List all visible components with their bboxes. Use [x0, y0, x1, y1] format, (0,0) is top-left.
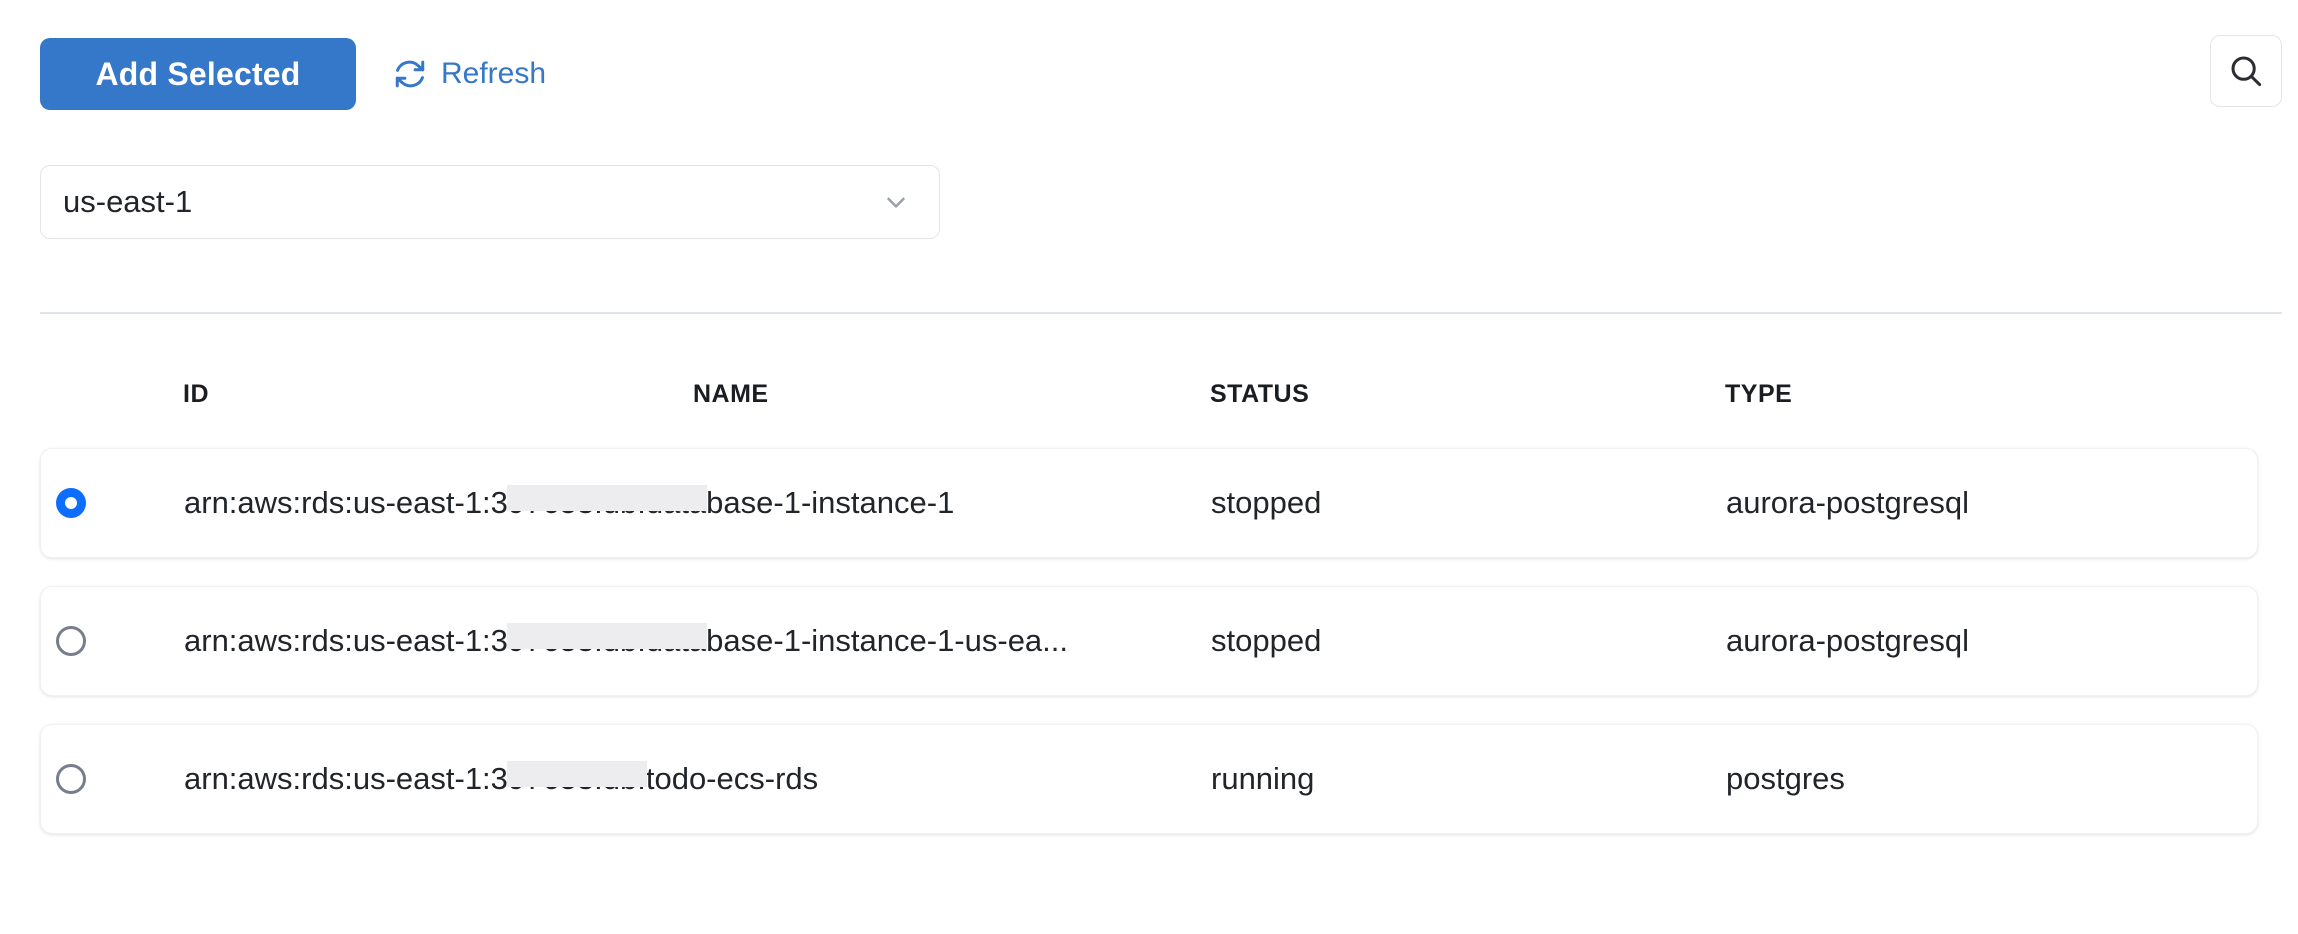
arn-redacted-account: 97653:db: [506, 761, 647, 796]
region-select[interactable]: us-east-1 [40, 165, 940, 239]
table-row[interactable]: arn:aws:rds:us-east-1:397653:db:todo-ecs… [40, 724, 2258, 834]
row-radio[interactable] [56, 764, 86, 794]
arn-suffix: base-1-instance-1-us-ea... [706, 623, 1069, 658]
cell-id: arn:aws:rds:us-east-1:397653:db:database… [184, 623, 1068, 659]
table-body: arn:aws:rds:us-east-1:397653:db:database… [0, 448, 2298, 834]
arn-prefix: arn:aws:rds:us-east-1:3 [184, 485, 508, 520]
refresh-button[interactable]: Refresh [393, 48, 546, 100]
arn-suffix: todo-ecs-rds [645, 761, 819, 796]
section-divider [40, 312, 2282, 314]
row-radio[interactable] [56, 626, 86, 656]
cell-id: arn:aws:rds:us-east-1:397653:db:todo-ecs… [184, 761, 818, 797]
arn-prefix: arn:aws:rds:us-east-1:3 [184, 623, 508, 658]
instances-table: ID NAME STATUS TYPE arn:aws:rds:us-east-… [0, 380, 2298, 862]
column-header-name: NAME [693, 380, 769, 408]
chevron-down-icon [881, 187, 939, 217]
cell-status: running [1211, 761, 1315, 796]
arn-redacted-account: 97653:db:data [506, 485, 708, 520]
row-radio[interactable] [56, 488, 86, 518]
column-header-type: TYPE [1725, 380, 1793, 408]
search-button[interactable] [2210, 35, 2282, 107]
cell-status: stopped [1211, 485, 1322, 520]
table-header-row: ID NAME STATUS TYPE [0, 380, 2298, 448]
toolbar: Add Selected Refresh [0, 0, 2298, 150]
table-row[interactable]: arn:aws:rds:us-east-1:397653:db:database… [40, 586, 2258, 696]
arn-suffix: base-1-instance-1 [706, 485, 955, 520]
cell-type: postgres [1726, 761, 1845, 796]
radio-unselected-icon[interactable] [56, 764, 86, 794]
refresh-label: Refresh [441, 57, 547, 90]
radio-unselected-icon[interactable] [56, 626, 86, 656]
search-icon [2227, 52, 2265, 90]
add-selected-button[interactable]: Add Selected [40, 38, 356, 110]
radio-selected-icon[interactable] [56, 488, 86, 518]
cell-id: arn:aws:rds:us-east-1:397653:db:database… [184, 485, 954, 521]
cell-type: aurora-postgresql [1726, 623, 1969, 658]
arn-redacted-account: 97653:db:data [506, 623, 708, 658]
column-header-id: ID [183, 380, 209, 408]
column-header-status: STATUS [1210, 380, 1310, 408]
cell-status: stopped [1211, 623, 1322, 658]
refresh-icon [393, 57, 427, 91]
cell-type: aurora-postgresql [1726, 485, 1969, 520]
arn-prefix: arn:aws:rds:us-east-1:3 [184, 761, 508, 796]
table-row[interactable]: arn:aws:rds:us-east-1:397653:db:database… [40, 448, 2258, 558]
region-select-value: us-east-1 [63, 184, 193, 219]
